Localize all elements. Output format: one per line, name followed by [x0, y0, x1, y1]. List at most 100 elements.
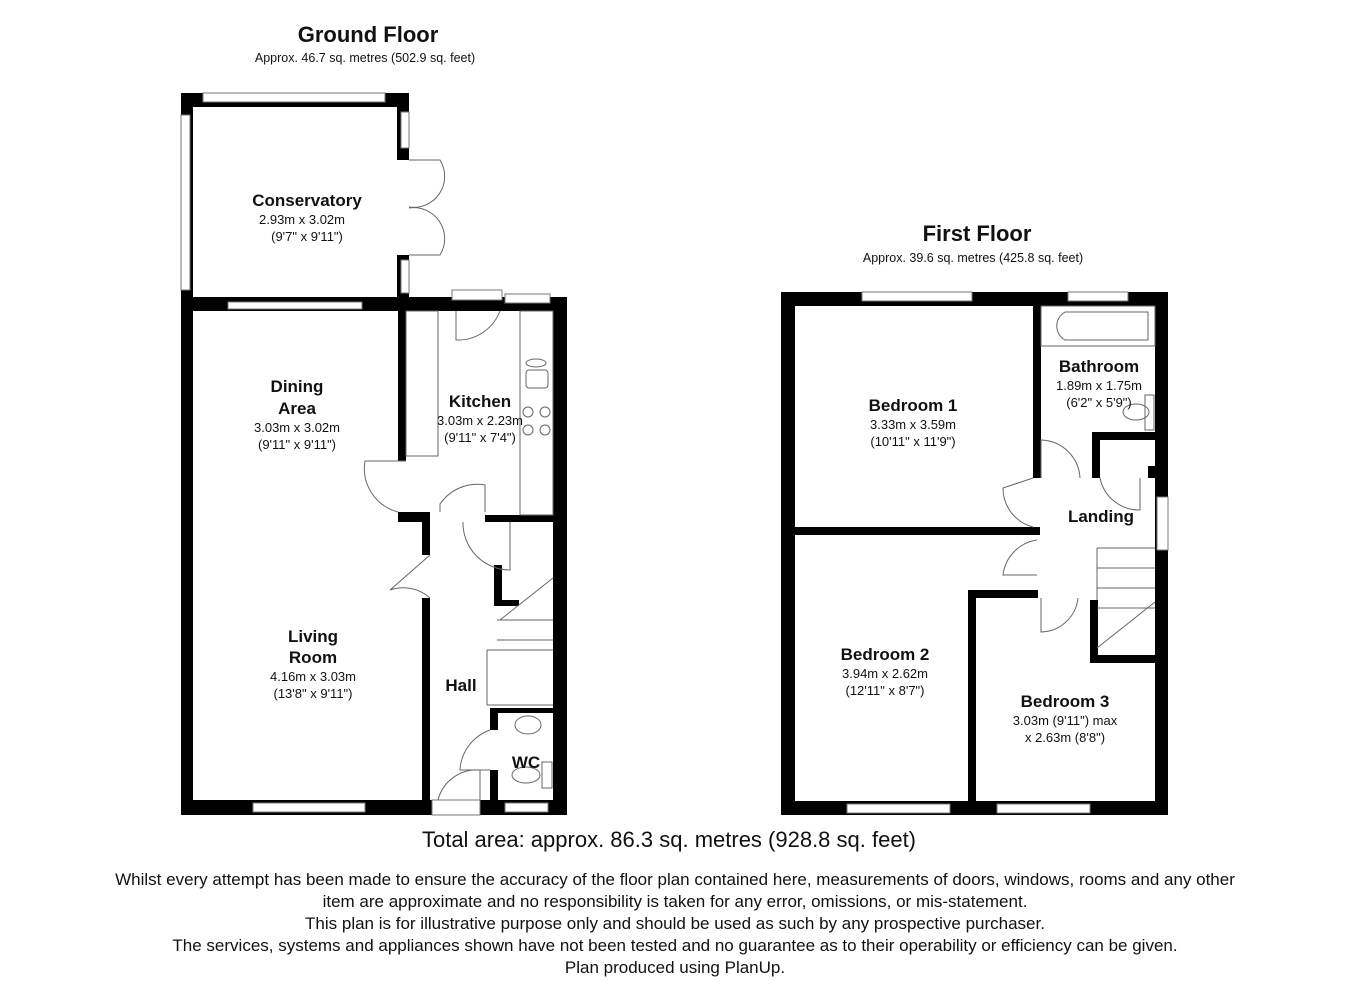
stairs [486, 577, 554, 706]
room-name: Landing [1068, 507, 1134, 526]
room-dimensions-line1: 3.03m (9'11") max [1013, 713, 1118, 728]
room-dimensions-ft: (6'2" x 5'9") [1066, 395, 1132, 410]
front-door-frame [431, 799, 481, 816]
room-name: Bedroom 1 [869, 396, 958, 415]
wall [781, 801, 1168, 815]
room-name: Bathroom [1059, 357, 1139, 376]
wall [494, 565, 502, 605]
wall [181, 297, 193, 815]
disclaimer-line: This plan is for illustrative purpose on… [305, 914, 1045, 933]
bath-tub [1040, 305, 1156, 347]
room-dimensions-m: 2.93m x 3.02m [259, 212, 345, 227]
room-name: Hall [445, 676, 476, 695]
room-name: Dining [271, 377, 324, 396]
wall [1090, 655, 1155, 663]
room-name: Conservatory [252, 191, 362, 210]
hob-icon [522, 424, 534, 436]
wall [1092, 432, 1100, 478]
disclaimer-line: The services, systems and appliances sho… [172, 936, 1177, 955]
french-doors [408, 159, 446, 256]
sink-icon [525, 358, 547, 368]
disclaimer-line: item are approximate and no responsibili… [323, 892, 1028, 911]
room-name: Room [289, 648, 337, 667]
room-dimensions-ft: (12'11" x 8'7") [846, 683, 925, 698]
disclaimer-line: Whilst every attempt has been made to en… [115, 870, 1235, 889]
hob-icon [539, 424, 551, 436]
room-dimensions-m: 4.16m x 3.03m [270, 669, 356, 684]
wall [1033, 306, 1041, 478]
kitchen-unit [405, 310, 439, 457]
ground-floor-area: Approx. 46.7 sq. metres (502.9 sq. feet) [255, 51, 475, 65]
room-name: Area [278, 399, 316, 418]
room-dimensions-m: 3.33m x 3.59m [870, 417, 956, 432]
room-dimensions-ft: (9'11" x 7'4") [444, 430, 516, 445]
basin-icon [514, 715, 542, 735]
bath-icon [1056, 311, 1149, 341]
window [861, 291, 973, 302]
wall [968, 590, 976, 801]
window [1067, 291, 1129, 302]
room-name: Bedroom 3 [1021, 692, 1110, 711]
wall [490, 708, 553, 713]
disclaimer-line: Plan produced using PlanUp. [565, 958, 785, 977]
wall [968, 590, 1038, 598]
window [252, 802, 366, 813]
hob-icon [522, 406, 534, 418]
first-floor-area: Approx. 39.6 sq. metres (425.8 sq. feet) [863, 251, 1083, 265]
window [202, 92, 386, 103]
wall [398, 311, 406, 461]
wall [1092, 432, 1160, 440]
room-dimensions-line2: x 2.63m (8'8") [1025, 730, 1105, 745]
room-name: WC [512, 753, 540, 772]
doors [363, 310, 511, 801]
sink-icon [525, 369, 549, 389]
wall [485, 515, 553, 522]
toilet-icon [511, 766, 541, 784]
room-dimensions-m: 1.89m x 1.75m [1056, 378, 1142, 393]
first-floor-plan: Bedroom 1 3.33m x 3.59m (10'11" x 11'9")… [781, 291, 1169, 815]
wall [1148, 466, 1156, 478]
wall [553, 297, 567, 815]
window [504, 293, 551, 304]
wall [1155, 292, 1168, 815]
toilet-icon [1122, 403, 1150, 421]
toilet-cistern [541, 761, 553, 789]
room-dimensions-ft: (13'8" x 9'11") [274, 686, 353, 701]
window [996, 803, 1091, 814]
wall [422, 520, 430, 555]
window [227, 301, 363, 310]
wall [795, 527, 1040, 535]
stairs [1096, 547, 1156, 649]
window [1156, 496, 1169, 551]
window [180, 114, 191, 291]
room-dimensions-ft: (9'7" x 9'11") [271, 229, 343, 244]
ground-floor-title: Ground Floor [298, 22, 439, 47]
wall [1090, 600, 1098, 663]
wall [398, 512, 430, 522]
total-area: Total area: approx. 86.3 sq. metres (928… [422, 827, 916, 852]
room-dimensions-m: 3.03m x 2.23m [437, 413, 523, 428]
wall [781, 292, 795, 815]
room-dimensions-ft: (9'11" x 9'11") [258, 437, 336, 452]
room-dimensions-ft: (10'11" x 11'9") [870, 434, 955, 449]
window [400, 111, 410, 149]
toilet-cistern [1144, 394, 1155, 431]
first-floor-title: First Floor [923, 221, 1032, 246]
window [846, 803, 951, 814]
room-dimensions-m: 3.94m x 2.62m [842, 666, 928, 681]
ground-floor-plan: Conservatory 2.93m x 3.02m (9'7" x 9'11"… [180, 92, 567, 816]
doors [1002, 439, 1141, 633]
wall [490, 770, 498, 800]
room-dimensions-m: 3.03m x 3.02m [254, 420, 340, 435]
window [400, 259, 410, 294]
wall [422, 598, 430, 800]
room-name: Living [288, 627, 338, 646]
wall [494, 600, 519, 606]
hob-icon [539, 406, 551, 418]
room-name: Bedroom 2 [841, 645, 930, 664]
wall [490, 710, 498, 730]
kitchen-worktop [519, 310, 554, 516]
room-name: Kitchen [449, 392, 511, 411]
door-frame [451, 289, 503, 301]
